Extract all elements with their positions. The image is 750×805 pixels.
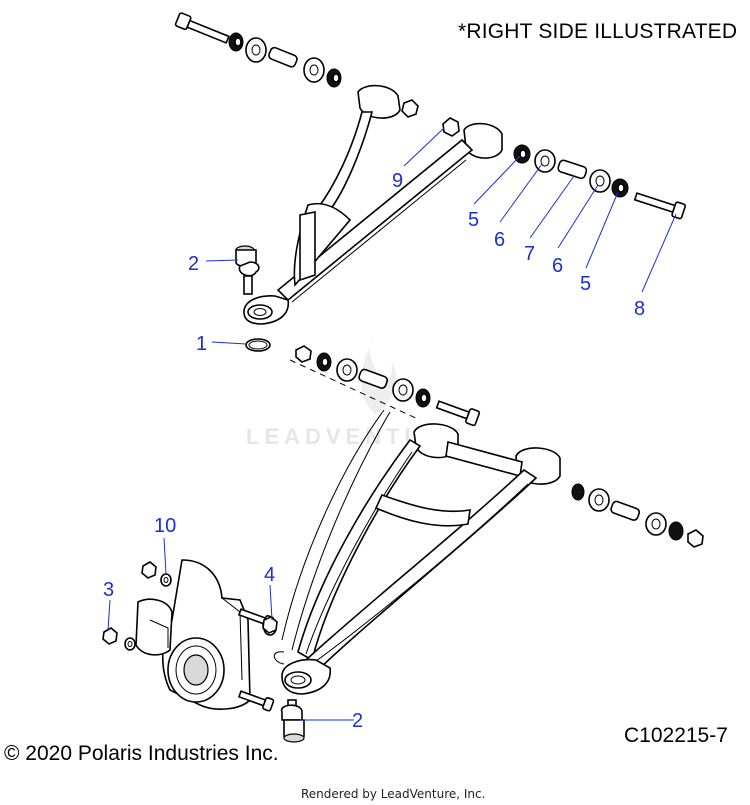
snap-ring-lower (262, 616, 278, 636)
lower-a-arm-front-hardware (295, 345, 481, 427)
callout-9: 9 (392, 170, 403, 192)
callout-4: 4 (264, 564, 275, 586)
callout-3: 3 (103, 579, 114, 601)
callout-1: 1 (196, 333, 207, 355)
upper-a-arm (243, 84, 503, 325)
upper-a-arm-hardware-top (174, 12, 419, 118)
spindle-knuckle (135, 559, 251, 710)
callout-labels: 1 2 2 3 4 5 5 6 6 7 8 9 10 (103, 170, 645, 732)
ball-joint-lower (280, 699, 305, 743)
callout-5-outer: 5 (580, 273, 591, 295)
watermark-logo (360, 335, 396, 415)
callout-6-outer: 6 (552, 255, 563, 277)
callout-10: 10 (154, 515, 176, 537)
callout-5-inner: 5 (468, 209, 479, 231)
assembly-guide-lines (281, 359, 421, 651)
callout-2-lower: 2 (352, 710, 363, 732)
knuckle-nuts-washers (102, 561, 172, 651)
callout-8: 8 (634, 298, 645, 320)
rendered-by-text: Rendered by LeadVenture, Inc. (301, 787, 486, 801)
callout-7: 7 (524, 243, 535, 265)
callout-leaders (107, 127, 677, 721)
right-side-note: *RIGHT SIDE ILLUSTRATED (458, 20, 738, 43)
ball-joint-upper (235, 245, 260, 295)
callout-6-inner: 6 (494, 229, 505, 251)
diagram-code: C102215-7 (624, 724, 728, 747)
lower-a-arm-rear-hardware (571, 483, 704, 548)
callout-2-upper: 2 (188, 253, 199, 275)
upper-a-arm-rear-hardware (442, 117, 686, 220)
lower-a-arm (273, 423, 561, 695)
snap-ring (245, 338, 271, 352)
copyright-text: © 2020 Polaris Industries Inc. (4, 742, 279, 765)
